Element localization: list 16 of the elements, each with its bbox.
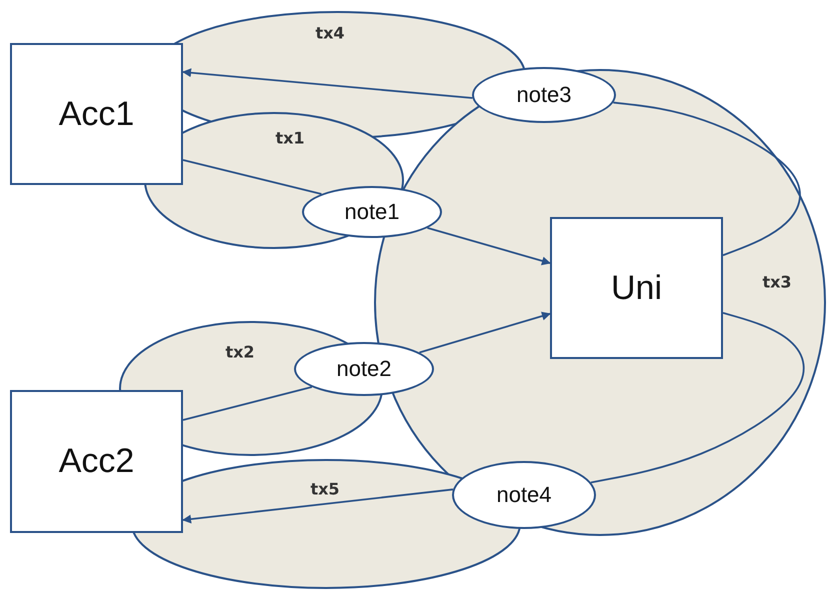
connector-line: [182, 159, 322, 195]
process-box: Acc2: [10, 390, 183, 533]
process-box: Acc1: [10, 43, 183, 185]
region-label: tx1: [275, 128, 305, 148]
region-label: tx2: [225, 342, 255, 362]
region-label: tx5: [310, 480, 340, 498]
connector-line: [182, 386, 312, 421]
arrow: [182, 68, 472, 99]
arrow: [419, 312, 551, 354]
region-label: tx3: [762, 272, 792, 292]
region-label: tx4: [315, 24, 345, 42]
arrow: [182, 488, 454, 524]
connector-line: [590, 312, 805, 484]
arrow: [427, 227, 551, 266]
process-box: Uni: [550, 217, 723, 359]
connector-line: [613, 102, 801, 256]
